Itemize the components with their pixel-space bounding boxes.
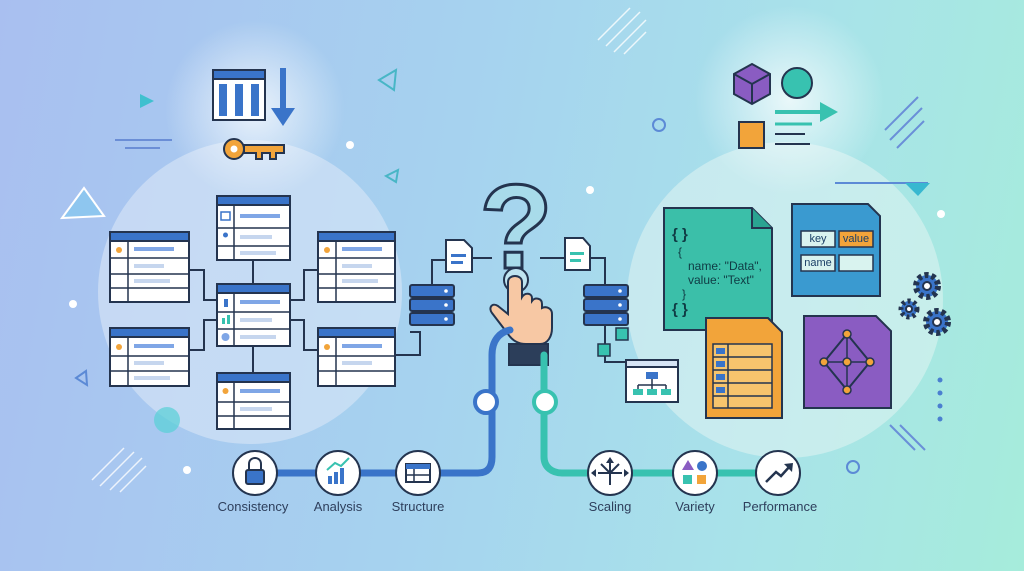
benefit-label-consistency: Consistency xyxy=(217,499,289,514)
sql-table-left-top xyxy=(109,231,190,303)
structure-table-icon xyxy=(395,450,441,496)
variety-shapes-icon xyxy=(672,450,718,496)
nosql-path-node xyxy=(532,389,558,415)
top-right-glow xyxy=(695,5,885,195)
spreadsheet-document-card xyxy=(705,317,783,419)
decorations xyxy=(59,7,945,493)
performance-arrow-icon xyxy=(755,450,801,496)
benefit-label-variety: Variety xyxy=(675,499,715,514)
code-line-name: name: "Data", xyxy=(688,259,762,273)
consistency-lock-icon xyxy=(232,450,278,496)
code-line-open: { xyxy=(678,245,683,259)
hierarchy-window-icon xyxy=(625,359,679,403)
benefit-label-scaling: Scaling xyxy=(588,499,632,514)
document-icon-left xyxy=(445,239,473,273)
sql-table-key-icon xyxy=(212,68,295,160)
center-connectors xyxy=(431,257,626,363)
code-line-value: value: "Text" xyxy=(688,273,754,287)
benefit-paths xyxy=(251,326,774,477)
kv-value-label: value xyxy=(842,233,870,245)
sql-table-right-bottom xyxy=(317,327,396,387)
sql-table-top xyxy=(216,195,291,261)
gear-icons xyxy=(898,272,951,336)
kv-key-label: key xyxy=(809,233,827,245)
small-doc-icons xyxy=(597,327,629,357)
sql-table-center xyxy=(216,283,291,347)
sql-relation-lines xyxy=(189,260,421,373)
scaling-arrows-icon xyxy=(587,450,633,496)
sql-path-node xyxy=(473,389,499,415)
document-icon-right xyxy=(564,237,591,271)
nosql-shapes-icon xyxy=(733,62,838,149)
json-code-text: { } { name: "Data", value: "Text" } { } xyxy=(672,226,772,318)
code-brace-open: { } xyxy=(672,226,688,243)
json-document-card xyxy=(663,207,773,331)
benefit-label-structure: Structure xyxy=(391,499,445,514)
kv-name-label: name xyxy=(804,257,832,269)
code-brace-close: { } xyxy=(672,301,688,318)
analysis-chart-icon xyxy=(315,450,361,496)
sql-table-bottom xyxy=(216,372,291,430)
nosql-server-icon xyxy=(583,284,629,326)
key-value-card xyxy=(791,203,881,297)
pointing-hand-icon xyxy=(489,267,553,366)
benefit-label-analysis: Analysis xyxy=(313,499,363,514)
sql-table-left-bottom xyxy=(109,327,190,387)
graph-document-card xyxy=(803,315,892,409)
code-line-close: } xyxy=(682,287,687,301)
sql-table-right-top xyxy=(317,231,396,303)
sql-server-icon xyxy=(409,284,455,326)
benefit-label-performance: Performance xyxy=(742,499,818,514)
